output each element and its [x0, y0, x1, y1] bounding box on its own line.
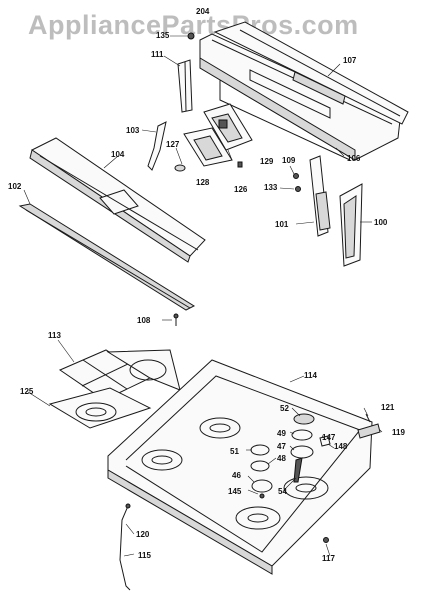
label-54: 54	[278, 487, 287, 496]
label-204: 204	[196, 7, 210, 16]
part-108-screw	[173, 313, 179, 326]
part-113-grate	[58, 349, 181, 401]
part-114-cooktop	[107, 359, 373, 575]
part-101-side-bracket	[309, 155, 331, 237]
part-133-screw	[295, 186, 301, 192]
label-48: 48	[277, 454, 286, 463]
label-126: 126	[234, 185, 248, 194]
label-115: 115	[138, 551, 151, 560]
part-104-control-panel	[29, 137, 206, 263]
part-129-clock-assembly	[203, 103, 253, 151]
label-135: 135	[156, 31, 170, 40]
part-115-igniter-wire	[119, 503, 131, 591]
label-103: 103	[126, 126, 140, 135]
label-125: 125	[20, 387, 34, 396]
label-102: 102	[8, 182, 22, 191]
part-111-bracket	[177, 59, 193, 113]
label-127: 127	[166, 140, 180, 149]
part-103-bracket	[147, 121, 167, 171]
part-100-end-cap	[339, 183, 363, 267]
label-128: 128	[196, 178, 210, 187]
part-106-backsplash	[199, 33, 401, 161]
label-47: 47	[277, 442, 286, 451]
label-107: 107	[343, 56, 357, 65]
part-125-drip-pan	[48, 387, 152, 429]
label-113: 113	[48, 331, 61, 340]
leader-lines	[23, 35, 383, 557]
label-108: 108	[137, 316, 151, 325]
part-102-trim	[18, 203, 196, 311]
label-145: 145	[228, 487, 242, 496]
part-127-knob	[174, 164, 186, 172]
part-121-screw	[365, 413, 371, 423]
part-107-trim-cap	[213, 21, 409, 125]
label-129: 129	[260, 157, 274, 166]
part-109-screw	[293, 173, 299, 179]
part-labels: 204 135 111 107 103 104 127 128 129 126 …	[8, 7, 405, 563]
part-204-screw	[187, 32, 195, 40]
label-104: 104	[111, 150, 125, 159]
label-147: 147	[322, 433, 336, 442]
part-126-clip	[237, 161, 243, 168]
label-51: 51	[230, 447, 239, 456]
label-114: 114	[304, 371, 317, 380]
part-147-148-clips	[319, 435, 331, 447]
label-117: 117	[322, 554, 335, 563]
part-117-screw	[323, 537, 329, 543]
label-100: 100	[374, 218, 388, 227]
label-52: 52	[280, 404, 289, 413]
label-106: 106	[347, 154, 361, 163]
label-119: 119	[392, 428, 405, 437]
label-101: 101	[275, 220, 289, 229]
label-46: 46	[232, 471, 241, 480]
part-119-bracket	[357, 423, 381, 439]
burner-parts	[250, 413, 315, 499]
label-111: 111	[151, 50, 164, 59]
part-128-clock-lens	[183, 127, 233, 167]
label-133: 133	[264, 183, 278, 192]
label-148: 148	[334, 442, 348, 451]
label-49: 49	[277, 429, 286, 438]
label-109: 109	[282, 156, 296, 165]
label-120: 120	[136, 530, 150, 539]
label-121: 121	[381, 403, 395, 412]
